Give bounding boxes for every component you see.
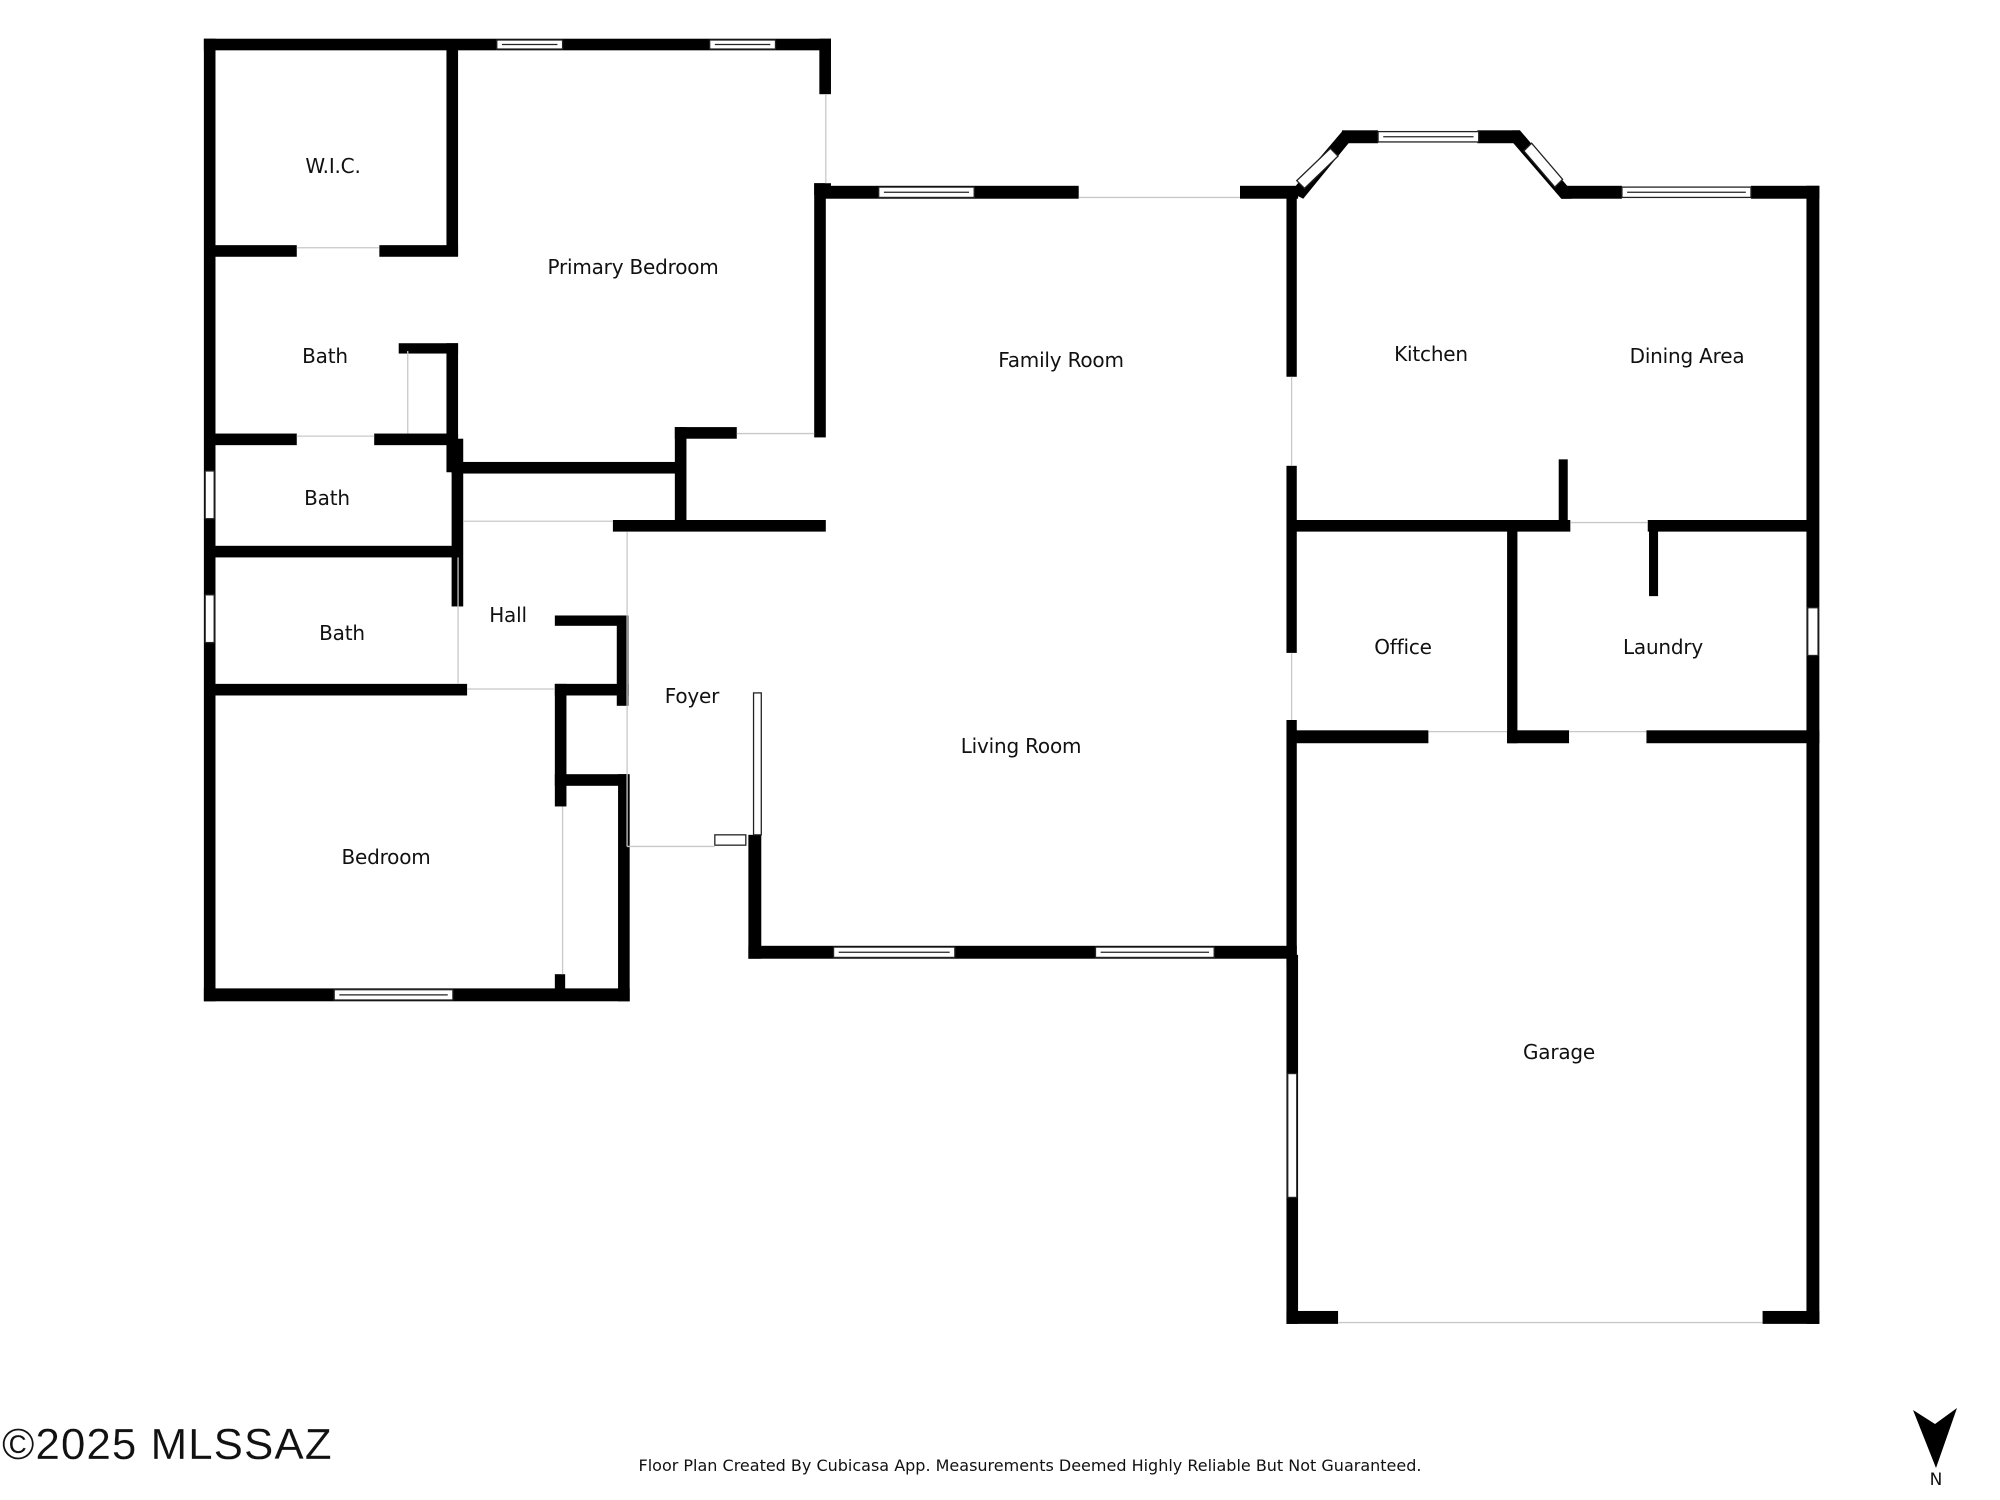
walls	[203, 38, 1820, 1324]
room-label-living-room: Living Room	[960, 734, 1082, 758]
copyright-watermark: ©2025 MLSSAZ	[2, 1420, 333, 1469]
room-label-office: Office	[1374, 635, 1432, 659]
room-label-garage: Garage	[1522, 1040, 1596, 1064]
room-label-bedroom: Bedroom	[341, 845, 431, 869]
compass-label: N	[1929, 1470, 1943, 1490]
room-label-bath-2: Bath	[304, 486, 350, 510]
north-arrow-icon	[1913, 1408, 1957, 1468]
room-label-dining-area: Dining Area	[1629, 344, 1745, 368]
disclaimer-label: Floor Plan Created By Cubicasa App. Meas…	[638, 1456, 1422, 1475]
room-label-family-room: Family Room	[998, 348, 1124, 372]
room-label-bath-3: Bath	[319, 621, 365, 645]
room-label-laundry: Laundry	[1622, 635, 1704, 659]
room-label-foyer: Foyer	[664, 684, 720, 708]
disclaimer-text: Floor Plan Created By Cubicasa App. Meas…	[0, 1456, 2000, 1475]
room-label-primary-bath: Bath	[302, 344, 348, 368]
room-label-wic: W.I.C.	[305, 154, 361, 178]
windows	[204, 39, 1819, 1199]
room-label-primary-bedroom: Primary Bedroom	[547, 255, 719, 279]
room-label-kitchen: Kitchen	[1394, 342, 1468, 366]
room-label-hall: Hall	[489, 603, 527, 627]
openings	[296, 94, 1763, 1324]
